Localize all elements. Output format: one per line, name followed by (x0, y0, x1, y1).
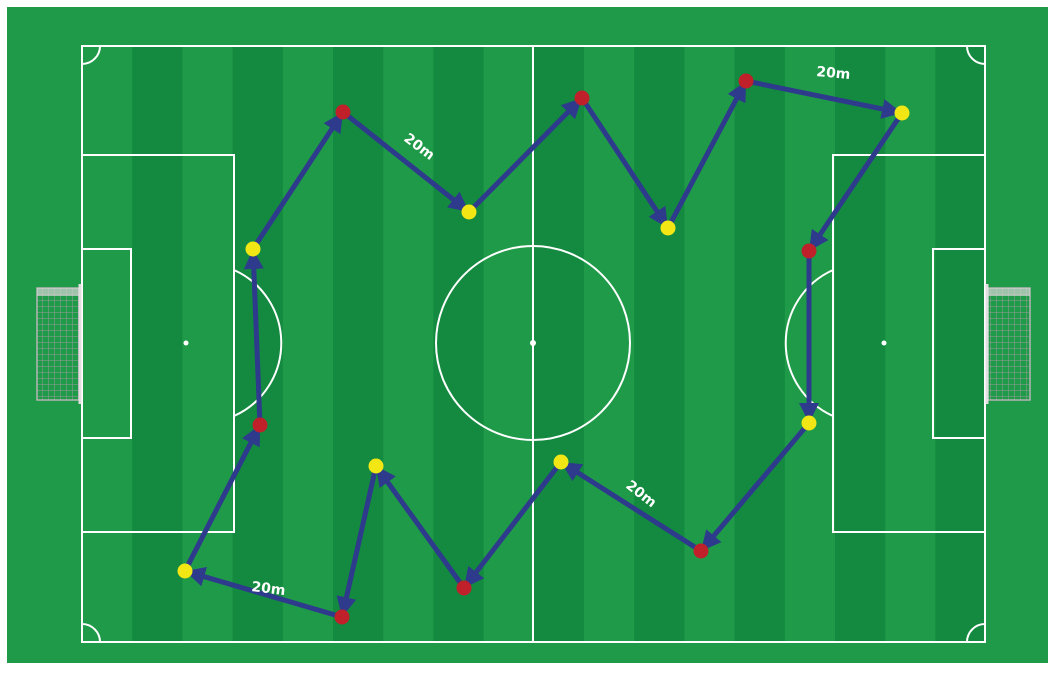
grass-stripe (935, 46, 985, 642)
cone-marker-icon (246, 242, 261, 257)
cone-marker-icon (575, 91, 590, 106)
cone-marker-icon (661, 221, 676, 236)
cone-marker-icon (739, 74, 754, 89)
goal-net-icon (37, 284, 80, 404)
right-penalty-spot (882, 341, 887, 346)
grass-stripe (534, 46, 584, 642)
cone-marker-icon (369, 459, 384, 474)
cone-marker-icon (462, 205, 477, 220)
cone-marker-icon (802, 416, 817, 431)
cone-marker-icon (336, 105, 351, 120)
grass-stripe (132, 46, 182, 642)
cone-marker-icon (554, 455, 569, 470)
grass-stripe (634, 46, 684, 642)
grass-stripes (132, 46, 985, 642)
cone-marker-icon (253, 418, 268, 433)
cone-marker-icon (457, 581, 472, 596)
cone-marker-icon (335, 610, 350, 625)
left-penalty-spot (184, 341, 189, 346)
grass-stripe (835, 46, 885, 642)
goal-net-icon (987, 284, 1030, 404)
cone-marker-icon (895, 106, 910, 121)
distance-label: 20m (816, 64, 851, 83)
cone-marker-icon (178, 564, 193, 579)
centre-spot (530, 340, 536, 346)
cone-marker-icon (694, 544, 709, 559)
cone-marker-icon (802, 244, 817, 259)
grass-stripe (735, 46, 785, 642)
